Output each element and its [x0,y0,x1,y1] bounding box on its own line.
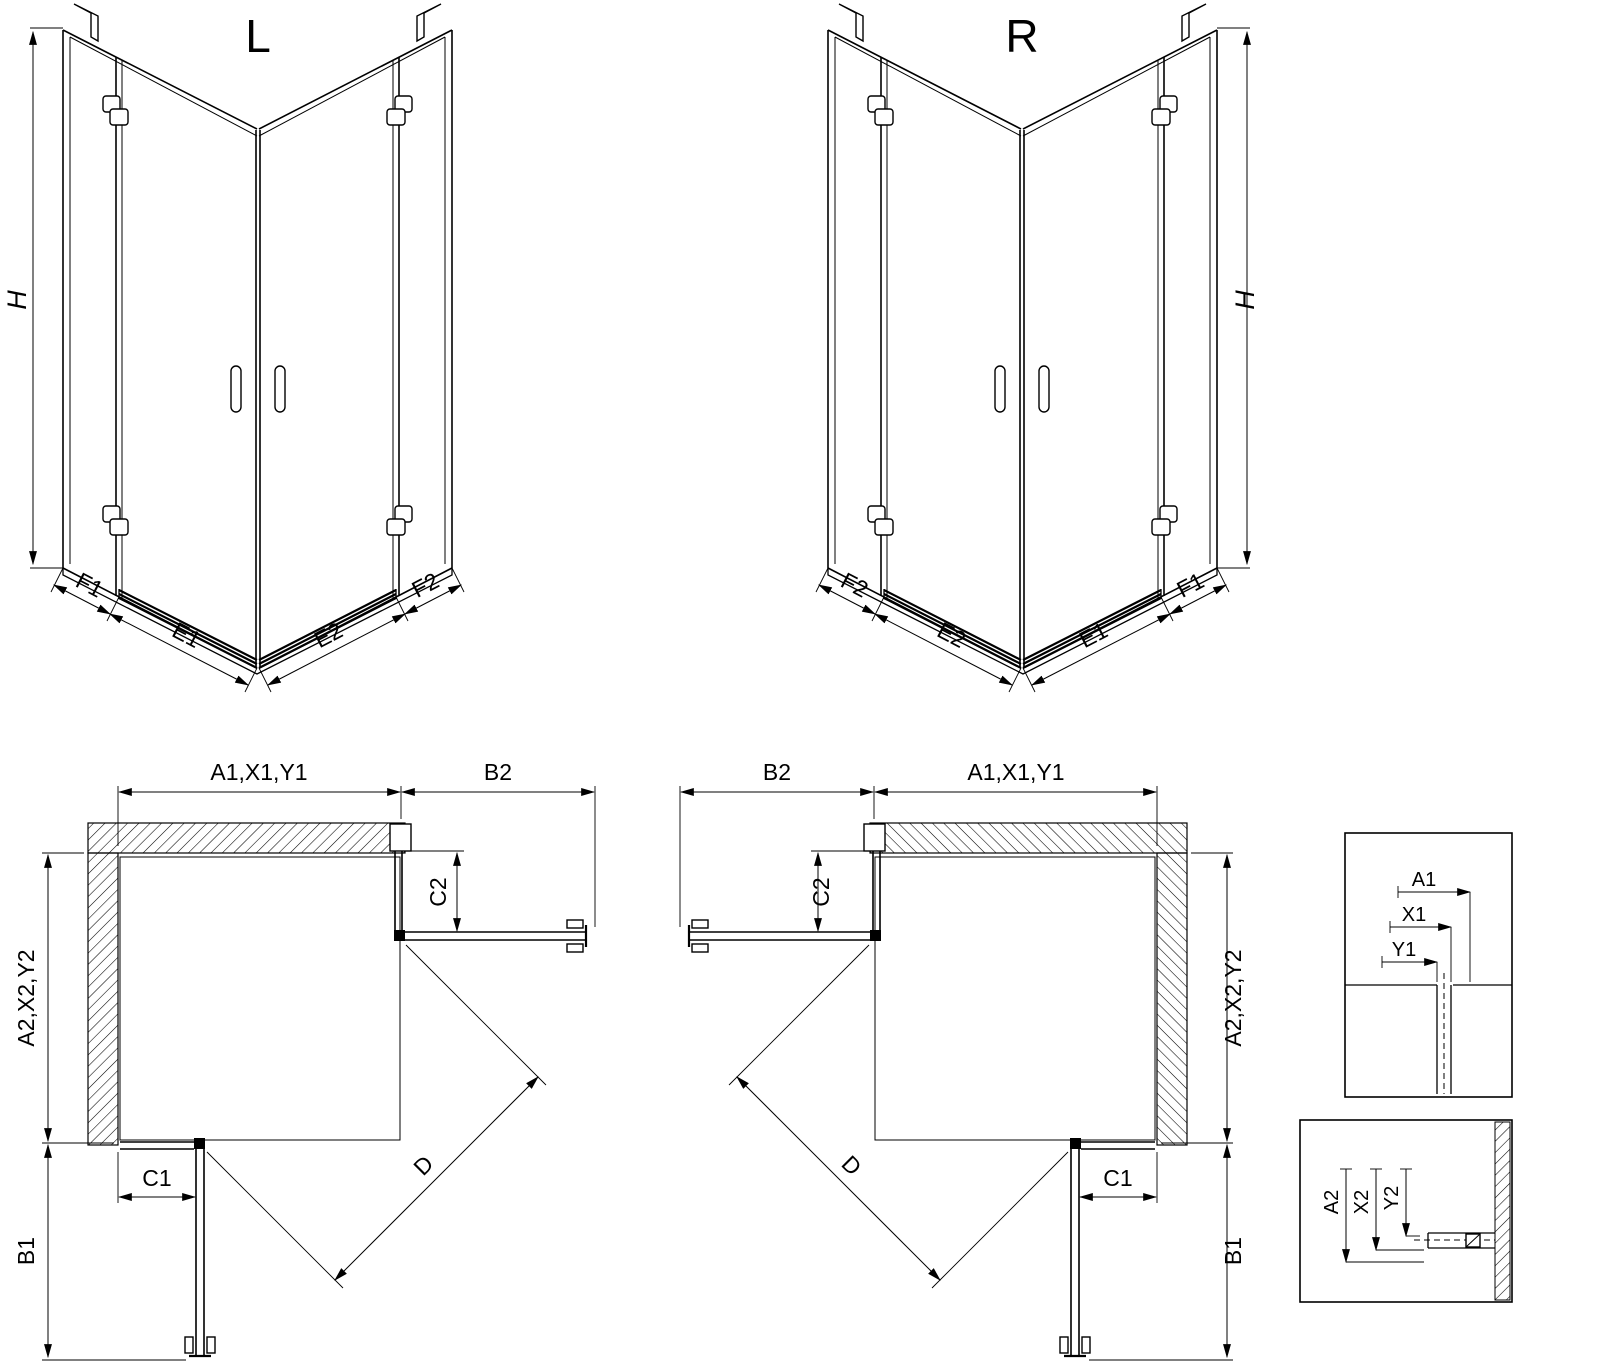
dim-label-c1: C1 [142,1165,171,1191]
dim-label-y2: Y2 [1381,1186,1403,1210]
dim-label-a2x2y2: A2,X2,Y2 [13,949,39,1046]
dim-label-b1: B1 [1220,1237,1246,1265]
iso-view-left: L H F1 E1 E2 F2 [2,4,464,692]
iso-view-right: R H F2 E2 E1 F1 [816,4,1260,692]
plan-view-right: B2 A1,X1,Y1 C2 A2,X2,Y2 C1 B1 D [680,759,1246,1360]
dim-label-a1x1y1: A1,X1,Y1 [210,759,307,785]
detail-view-profile-vertical: A2 X2 Y2 [1299,1119,1513,1303]
dim-label-c2: C2 [425,877,451,906]
dimension-line-y1-detail [1381,956,1439,982]
dim-label-b2: B2 [484,759,512,785]
detail-frame [1299,1119,1513,1303]
dim-label-d: D [837,1150,867,1180]
dimension-line-x1-detail [1389,921,1453,982]
dim-label-a2: A2 [1321,1190,1343,1214]
model-label-left: L [245,10,271,62]
dim-label-a1: A1 [1412,869,1436,891]
dim-label-a1x1y1: A1,X1,Y1 [967,759,1064,785]
plan-view-left: A1,X1,Y1 B2 C2 A2,X2,Y2 C1 B1 D [13,759,595,1360]
glass-profile-section [1436,973,1452,1094]
dimension-line-y2-detail [1400,1168,1420,1238]
detail-frame [1344,832,1513,1098]
wall-section-hatch [1494,1121,1511,1301]
dimension-line-a2-detail [1340,1168,1424,1264]
dim-label-y1: Y1 [1392,939,1416,961]
dim-label-b1: B1 [13,1237,39,1265]
glass-profile-section [1414,1232,1495,1249]
detail-view-profile-horizontal: A1 X1 Y1 [1344,832,1513,1098]
dim-label-d: D [408,1150,438,1180]
dim-label-c1: C1 [1103,1165,1132,1191]
model-label-right: R [1005,10,1038,62]
dimension-line-x2-detail [1370,1168,1424,1252]
dim-label-b2: B2 [763,759,791,785]
dim-label-x2: X2 [1351,1190,1373,1214]
dim-label-a2x2y2: A2,X2,Y2 [1220,949,1246,1046]
dim-label-x1: X1 [1402,904,1426,926]
dim-label-h: H [2,290,32,310]
dim-label-h: H [1230,290,1260,310]
dimension-line-a1-detail [1397,886,1472,982]
dim-label-c2: C2 [808,877,834,906]
